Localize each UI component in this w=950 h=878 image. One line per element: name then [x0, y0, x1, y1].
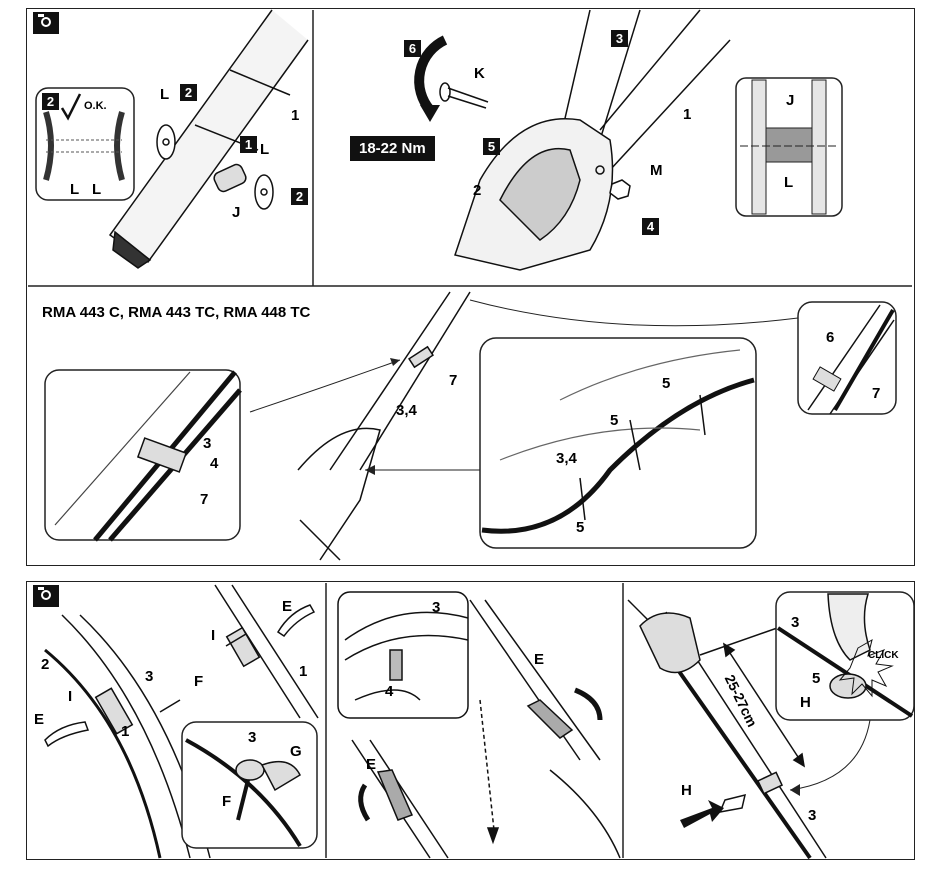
label-f-inset: F: [222, 794, 231, 809]
label-seven-clip: 7: [200, 492, 208, 507]
model-list-heading: RMA 443 C, RMA 443 TC, RMA 448 TC: [42, 304, 310, 321]
label-three-e: 3: [432, 600, 440, 615]
label-h-main: H: [681, 783, 692, 798]
label-two-bracket: 2: [473, 183, 481, 198]
label-five-c: 5: [576, 520, 584, 535]
spacer-j: [212, 163, 248, 194]
camera-icon-bottom: [33, 585, 59, 607]
label-l-washer2: L: [260, 142, 269, 157]
step-number-1: 1: [240, 136, 257, 153]
frame-closeup-inset: [480, 338, 756, 548]
label-three-cable: 3: [203, 436, 211, 451]
label-three-four-frame: 3,4: [556, 451, 577, 466]
label-j-spacer: J: [232, 205, 240, 220]
handle-clip-inset: [798, 302, 896, 414]
label-e-lever-top: E: [282, 599, 292, 614]
label-l-washer1: L: [160, 87, 169, 102]
step-number-6: 6: [404, 40, 421, 57]
label-f-screw: F: [194, 674, 203, 689]
torque-value-label: 18-22 Nm: [350, 136, 435, 161]
label-l-inset: L: [784, 175, 793, 190]
bolt-k: [440, 83, 488, 108]
step-number-5: 5: [483, 138, 500, 155]
rotation-arrow-icon: [419, 40, 445, 110]
step-number-2a: 2: [180, 84, 197, 101]
label-inset-l1: L: [70, 182, 79, 197]
nut-m: [610, 180, 630, 199]
label-seven-handle: 7: [449, 373, 457, 388]
label-e-lever-bottom: E: [366, 757, 376, 772]
label-four-cable: 4: [210, 456, 218, 471]
label-h-inset: H: [800, 695, 811, 710]
click-label: CLICK: [868, 650, 899, 661]
label-three-cable-d: 3: [145, 669, 153, 684]
label-three-four-handle: 3,4: [396, 403, 417, 418]
step-number-3: 3: [611, 30, 628, 47]
label-two-tube: 2: [41, 657, 49, 672]
label-k-bolt: K: [474, 66, 485, 81]
step-number-inset: 2: [42, 93, 59, 110]
label-i-top: I: [211, 628, 215, 643]
label-one-tube-a: 1: [121, 724, 129, 739]
label-inset-l2: L: [92, 182, 101, 197]
label-m-nut: M: [650, 163, 663, 178]
label-one-tube-b: 1: [299, 664, 307, 679]
step-number-4: 4: [642, 218, 659, 235]
ok-label: O.K.: [84, 100, 107, 112]
label-three-f: 3: [808, 808, 816, 823]
bottom-instruction-frame: [26, 581, 915, 860]
label-six-inset: 6: [826, 330, 834, 345]
label-five-a: 5: [662, 376, 670, 391]
mower-handle-cables: [298, 292, 470, 560]
step-number-2b: 2: [291, 188, 308, 205]
label-one-a: 1: [291, 108, 299, 123]
label-five-b: 5: [610, 413, 618, 428]
label-j-inset: J: [786, 93, 794, 108]
label-three-f-inset: 3: [791, 615, 799, 630]
label-g-wingnut: G: [290, 744, 302, 759]
label-e-lever-right: E: [534, 652, 544, 667]
label-seven-inset: 7: [872, 386, 880, 401]
label-five-f: 5: [812, 671, 820, 686]
label-e-lever-left: E: [34, 712, 44, 727]
label-one-b: 1: [683, 107, 691, 122]
label-three-inset-d: 3: [248, 730, 256, 745]
handle-tube-drawing: [110, 10, 308, 268]
label-i-left: I: [68, 689, 72, 704]
label-four-e: 4: [385, 684, 393, 699]
